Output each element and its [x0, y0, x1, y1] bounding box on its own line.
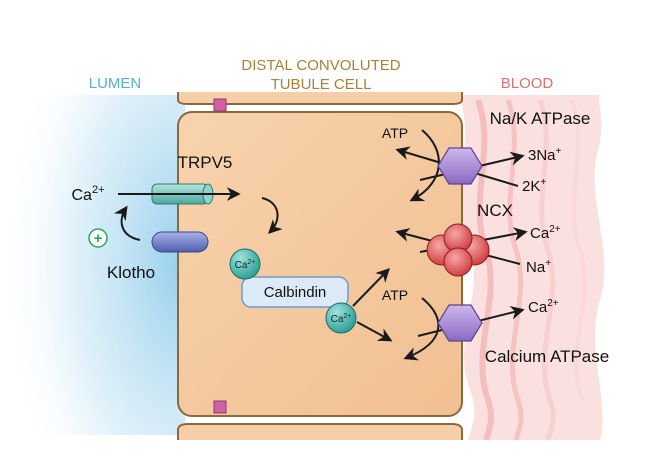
calcium-to-calbindin-arrow	[261, 197, 283, 234]
cell-title-line1: DISTAL CONVOLUTED	[241, 57, 400, 74]
stimulation-plus-icon: +	[88, 228, 108, 248]
lumen-calcium-label: Ca2+	[72, 184, 105, 204]
calbindin-box	[241, 276, 349, 308]
lumen-region	[0, 95, 185, 435]
nak-atpase-pump	[437, 147, 483, 185]
tight-junction-top	[213, 98, 227, 112]
three-sodium-label: 3Na+	[528, 146, 562, 164]
calcium-to-ncx-arrow	[352, 267, 390, 307]
calcium-to-pmca-arrow	[356, 321, 393, 342]
klotho-protein	[151, 231, 209, 253]
neighbor-cell-top	[177, 92, 463, 105]
lumen-label: LUMEN	[89, 75, 142, 92]
trpv5-label: TRPV5	[178, 153, 233, 172]
klotho-label: Klotho	[107, 263, 155, 282]
calbindin-label: Calbindin	[264, 284, 327, 301]
nak-atpase-label: Na/K ATPase	[490, 109, 591, 128]
ncx-label: NCX	[477, 201, 513, 220]
neighbor-cell-bottom	[177, 423, 463, 440]
calcium-bead-lower: Ca2+	[325, 302, 357, 334]
calcium-bead-upper: Ca2+	[229, 248, 261, 280]
klotho-activation-arrow	[113, 205, 141, 241]
pmca-calcium-label: Ca2+	[528, 298, 559, 316]
svg-text:Ca2+: Ca2+	[331, 313, 352, 325]
svg-text:Ca2+: Ca2+	[235, 259, 256, 271]
atp-bottom-curve-arrow	[403, 297, 440, 361]
ncx-calcium-label: Ca2+	[530, 224, 561, 242]
two-potassium-label: 2K+	[522, 177, 546, 195]
calcium-atpase-label: Calcium ATPase	[485, 347, 609, 366]
blood-region	[458, 95, 605, 441]
atp-top-label: ATP	[382, 125, 408, 141]
atp-bottom-label: ATP	[382, 287, 408, 303]
cell-title-line2: TUBULE CELL	[271, 76, 372, 93]
blood-label: BLOOD	[501, 75, 554, 92]
ncx-exchanger	[426, 223, 490, 277]
svg-text:+: +	[94, 230, 103, 247]
tight-junction-bottom	[213, 400, 227, 414]
calcium-atpase-pump	[437, 304, 483, 342]
ncx-sodium-label: Na+	[526, 258, 551, 276]
